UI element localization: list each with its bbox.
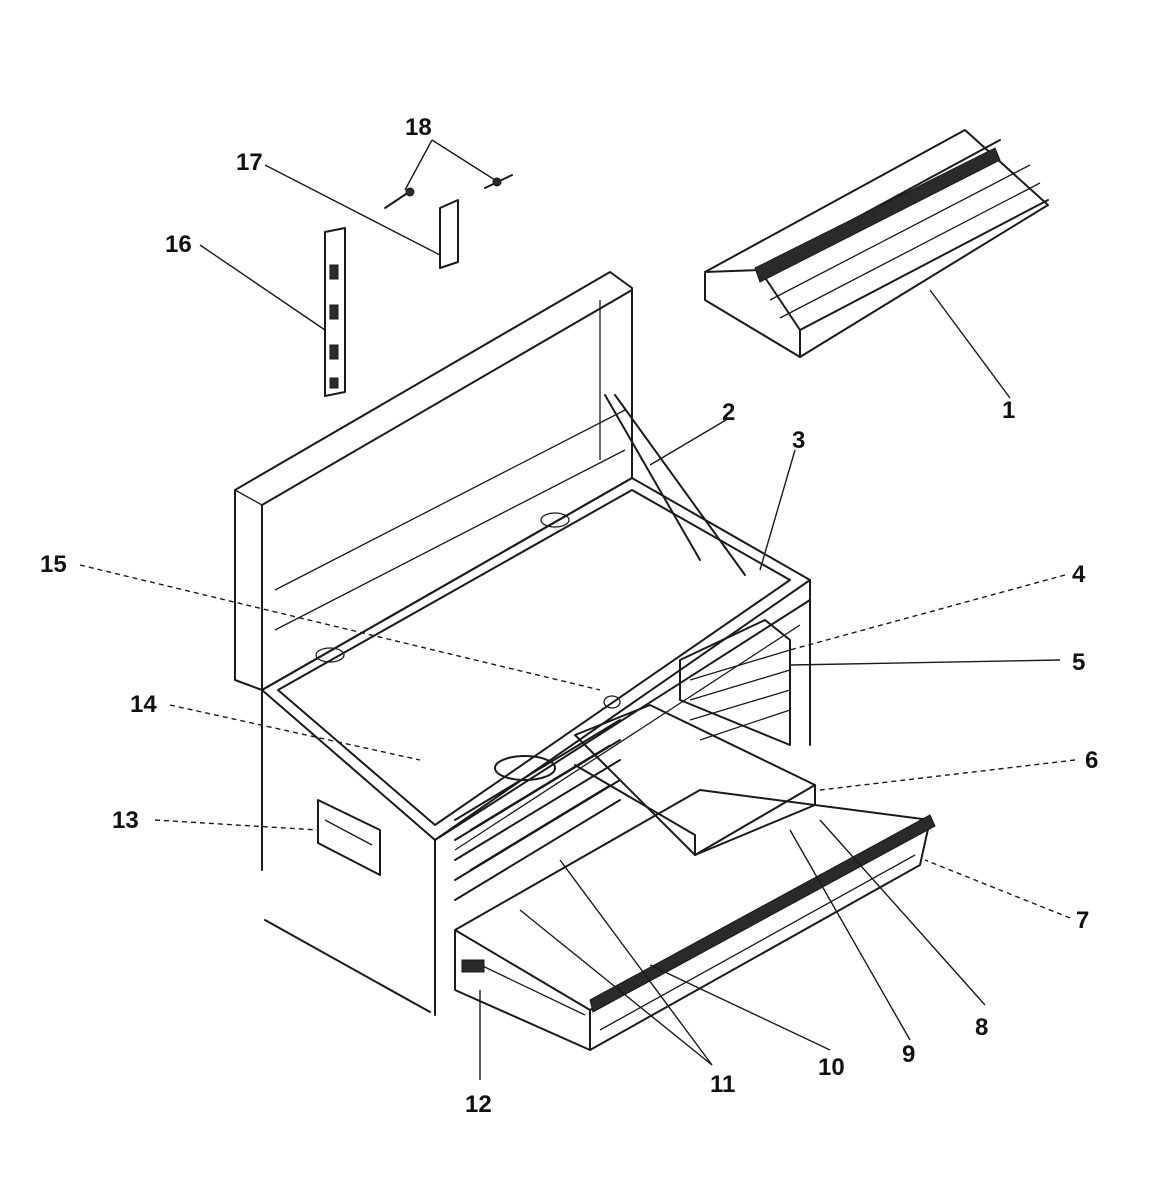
callout-1: 1 xyxy=(1002,397,1015,424)
callout-18: 18 xyxy=(405,114,432,141)
screws-part xyxy=(384,174,513,209)
callout-5: 5 xyxy=(1072,649,1085,676)
drawer-slides-part xyxy=(454,719,621,901)
leader-lines xyxy=(79,139,1076,1080)
callout-3: 3 xyxy=(792,427,805,454)
callout-labels: 1 2 3 4 5 6 7 8 9 10 11 12 13 14 15 16 1… xyxy=(40,114,1098,1118)
callout-7: 7 xyxy=(1076,907,1089,934)
callout-4: 4 xyxy=(1072,561,1086,588)
lid-stay-bracket-part xyxy=(324,227,346,397)
callout-6: 6 xyxy=(1085,747,1098,774)
callout-10: 10 xyxy=(818,1054,845,1081)
callout-13: 13 xyxy=(112,807,139,834)
callout-11: 11 xyxy=(710,1071,735,1098)
callout-16: 16 xyxy=(165,231,192,258)
callout-8: 8 xyxy=(975,1014,988,1041)
callout-2: 2 xyxy=(722,399,735,426)
lid-part xyxy=(234,271,633,691)
tote-tray-part xyxy=(704,129,1049,358)
callout-12: 12 xyxy=(465,1091,492,1118)
cabinet-body-part xyxy=(261,394,811,1016)
bracket-part xyxy=(439,199,459,269)
callout-17: 17 xyxy=(236,149,263,176)
callout-14: 14 xyxy=(130,691,157,718)
bottom-drawer-part xyxy=(454,789,936,1051)
callout-15: 15 xyxy=(40,551,67,578)
callout-9: 9 xyxy=(902,1041,915,1068)
